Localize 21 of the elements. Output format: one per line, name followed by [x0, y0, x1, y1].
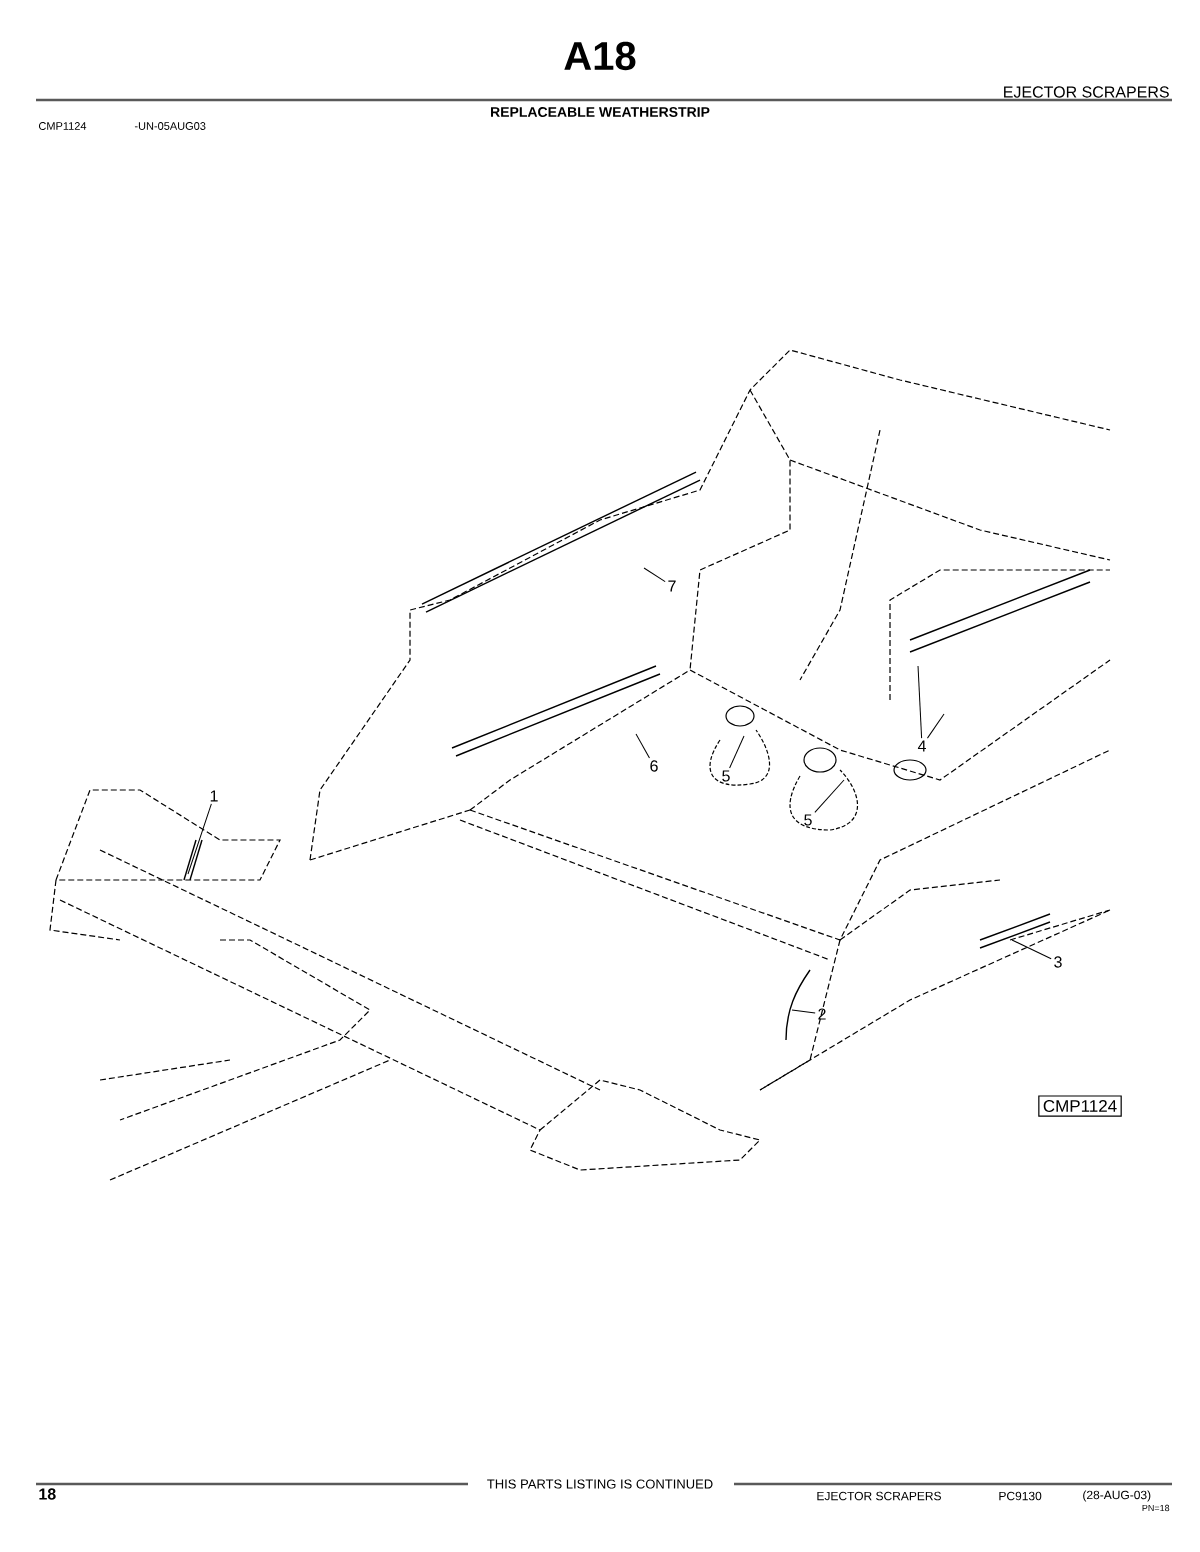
callout-number: 6 [650, 760, 658, 772]
callout-number: 1 [210, 790, 218, 802]
callout-number: 3 [1054, 956, 1062, 968]
figure-code-box: CMP1124 [1038, 1095, 1122, 1117]
leader-line [635, 733, 650, 759]
callout-number: 4 [917, 740, 926, 752]
leader-line [814, 779, 845, 813]
leader-line [926, 713, 945, 739]
header-text: EJECTOR SCRAPERS [1004, 86, 1169, 98]
callout-number: 5 [804, 814, 812, 826]
leader-line [917, 665, 923, 739]
leader-line [643, 567, 666, 583]
callout-number: 5 [722, 770, 730, 782]
leader-line [729, 735, 745, 769]
page-title: A18 [564, 41, 636, 71]
leader-line [187, 803, 212, 875]
callout-number: 2 [818, 1008, 826, 1020]
leader-line [1011, 939, 1052, 960]
header-text: 18 [39, 1488, 56, 1500]
callout-number: 7 [668, 580, 676, 592]
leader-line [791, 1009, 816, 1014]
